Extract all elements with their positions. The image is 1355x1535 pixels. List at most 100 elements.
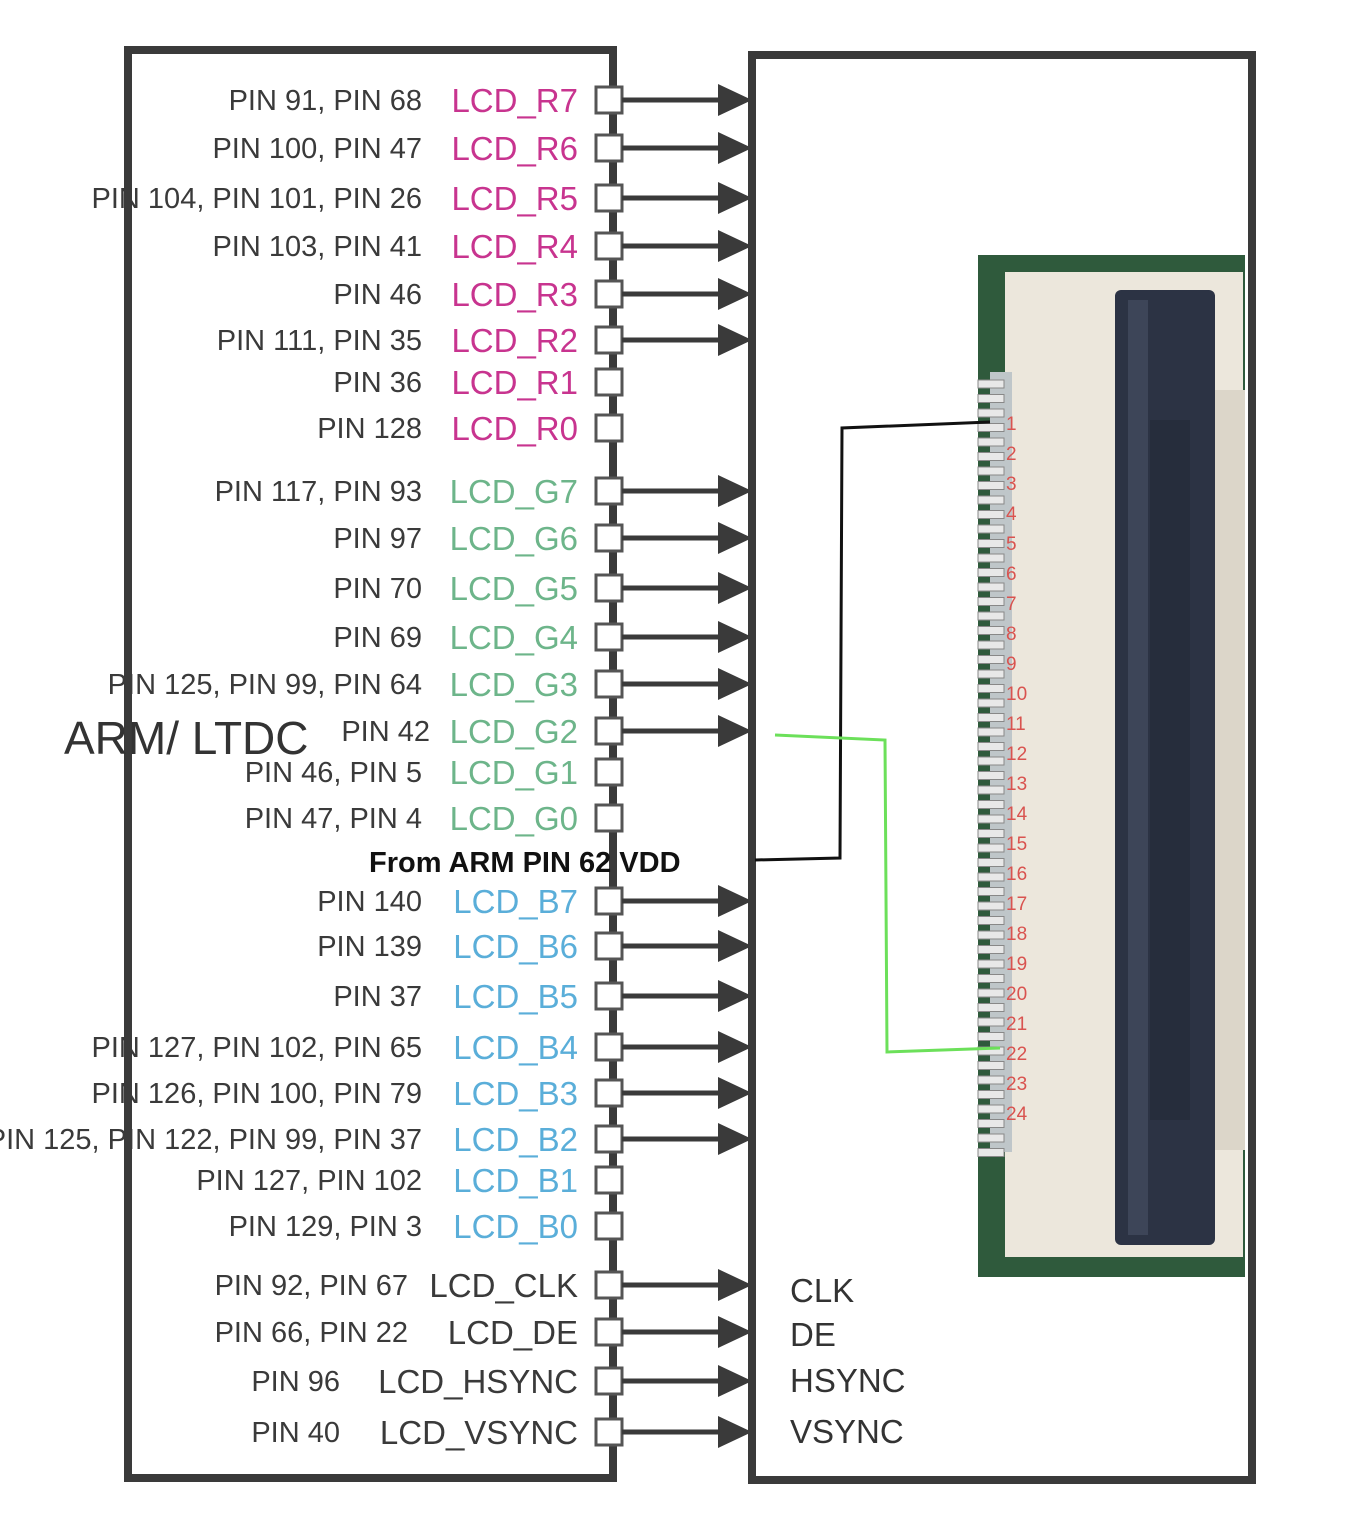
signal-name: LCD_B7 [453,883,578,920]
pin-box [594,886,624,916]
signal-row-lcd_r4: PIN 103, PIN 41 LCD_R4 [212,228,752,265]
contact [977,1148,1005,1157]
connector-pin-number: 13 [1006,774,1027,795]
contact [977,597,1005,606]
arrowhead [718,572,752,604]
contact [977,539,1005,548]
signal-name: LCD_R5 [451,180,578,217]
connector-pin-number: 2 [1006,444,1017,465]
signal-name: LCD_B2 [453,1121,578,1158]
contact [977,1032,1005,1041]
pin-label: PIN 125, PIN 122, PIN 99, PIN 37 [0,1124,422,1156]
signal-name: LCD_B1 [453,1162,578,1199]
signal-name: LCD_R2 [451,322,578,359]
contact [977,916,1005,925]
contact [977,930,1005,940]
contact [977,1061,1005,1070]
signal-name: LCD_G2 [450,713,578,750]
arrowhead [718,324,752,356]
arrowhead [718,1416,752,1448]
pin-box [594,85,624,115]
arrowhead [718,1031,752,1063]
arrowhead [718,84,752,116]
connector-pin-number: 17 [1006,894,1027,915]
contact [977,1090,1005,1099]
pin-box [594,1417,624,1447]
pin-box [594,413,624,443]
signal-name: LCD_B5 [453,978,578,1015]
pin-label: PIN 66, PIN 22 [215,1317,408,1349]
contact [977,466,1005,476]
connector-pin-number: 12 [1006,744,1027,765]
contact [977,655,1005,664]
connector-pin-number: 3 [1006,474,1017,495]
connector-pin-number: 6 [1006,564,1017,585]
connector-pin-number: 16 [1006,864,1027,885]
pin-box [594,183,624,213]
pin-label: PIN 47, PIN 4 [245,803,422,835]
pin-box [594,1366,624,1396]
contact [977,640,1005,650]
pin-box [594,622,624,652]
contact [977,626,1005,635]
arrowhead [718,182,752,214]
contact [977,553,1005,563]
signal-name: LCD_R6 [451,130,578,167]
contact [977,872,1005,882]
contact [977,437,1005,447]
contact [977,568,1005,577]
contact [977,974,1005,983]
signal-name: LCD_R4 [451,228,578,265]
target-vsync: VSYNC [790,1413,904,1450]
g2-wire [774,733,1001,1054]
pin-box [594,803,624,833]
vdd-label: From ARM PIN 62 VDD [369,847,681,879]
signal-name: LCD_CLK [429,1267,578,1304]
contact [977,713,1005,722]
contact [977,379,1005,389]
connector-pin-number: 19 [1006,954,1027,975]
contact [977,698,1005,708]
signal-name: LCD_R0 [451,410,578,447]
signal-name: LCD_G6 [450,520,578,557]
contact [977,1104,1005,1114]
connector-pin-number: 21 [1006,1014,1027,1035]
contact [977,481,1005,490]
signal-name: LCD_G0 [450,800,578,837]
signal-name: LCD_R7 [451,82,578,119]
pin-label: PIN 127, PIN 102, PIN 65 [92,1032,422,1064]
pin-box [594,476,624,506]
pin-label: PIN 117, PIN 93 [215,476,422,508]
pin-label: PIN 46 [333,279,422,311]
target-hsync: HSYNC [790,1362,906,1399]
signal-name: LCD_G1 [450,754,578,791]
signal-name: LCD_B6 [453,928,578,965]
pin-label: PIN 111, PIN 35 [217,325,422,357]
signal-row-lcd_b5: PIN 37 LCD_B5 [333,978,752,1015]
pin-label: PIN 103, PIN 41 [212,231,422,263]
connector-contacts [977,379,1005,1157]
pin-box [594,1270,624,1300]
arrowhead [718,621,752,653]
signal-name: LCD_G3 [450,666,578,703]
contact [977,945,1005,954]
pin-box [594,1078,624,1108]
pin-label: PIN 36 [333,367,422,399]
pin-label: PIN 125, PIN 99, PIN 64 [108,669,422,701]
signal-name: LCD_B0 [453,1208,578,1245]
vdd-wire [754,420,991,862]
arrowhead [718,475,752,507]
pin-label: PIN 42 [341,716,430,748]
contact [977,452,1005,461]
pin-label: PIN 37 [333,981,422,1013]
